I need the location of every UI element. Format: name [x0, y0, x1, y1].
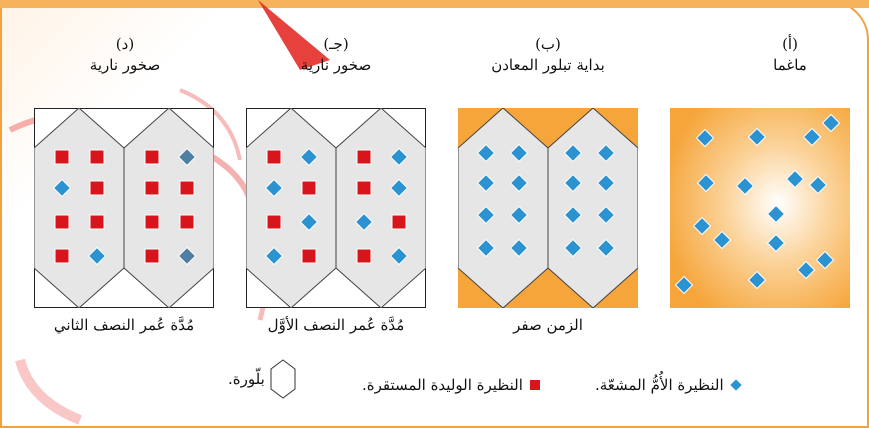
legend-parent: النظيرة الأُمُّ المشعّة.: [595, 370, 743, 400]
daughter-isotope: [267, 150, 281, 164]
panel-a-title: ماغما: [700, 55, 869, 76]
panel-c-label: (جـ) صخور نارية: [246, 34, 426, 76]
crystal-shape: [336, 108, 426, 308]
panel-b-title: بداية تبلور المعادن: [458, 55, 638, 76]
panel-d-label: (د) صخور نارية: [35, 34, 215, 76]
daughter-isotope: [267, 215, 281, 229]
daughter-isotope: [392, 215, 406, 229]
legend-daughter-label: النظيرة الوليدة المستقرة.: [362, 376, 523, 394]
panel-c-title: صخور نارية: [246, 55, 426, 76]
crystal-shape: [458, 108, 548, 308]
panel-a-label: (أ) ماغما: [700, 34, 869, 76]
crystal-shape: [548, 108, 638, 308]
legend-crystal-label: بلّورة.: [228, 370, 265, 388]
legend-crystal: بلّورة.: [228, 364, 296, 394]
daughter-isotope-icon: [528, 378, 542, 392]
panel-d-title: صخور نارية: [35, 55, 215, 76]
crystal-shape: [124, 108, 214, 308]
crystal-shape: [246, 108, 336, 308]
panel-d-letter: (د): [35, 34, 215, 55]
panel-c-letter: (جـ): [246, 34, 426, 55]
crystal-shape: [34, 108, 124, 308]
daughter-isotope: [145, 249, 159, 263]
daughter-isotope: [180, 181, 194, 195]
top-accent-bar: [0, 0, 869, 8]
daughter-isotope: [90, 150, 104, 164]
daughter-isotope: [302, 181, 316, 195]
daughter-isotope: [145, 215, 159, 229]
daughter-isotope: [90, 181, 104, 195]
panel-b-label: (ب) بداية تبلور المعادن: [458, 34, 638, 76]
daughter-isotope: [55, 249, 69, 263]
crystal-icon: [270, 359, 296, 399]
daughter-isotope: [145, 150, 159, 164]
daughter-isotope: [302, 249, 316, 263]
daughter-isotope: [145, 181, 159, 195]
panel-d-second-half-life: [34, 108, 214, 308]
panel-d-caption: مُدَّة عُمر النصف الثاني: [29, 316, 219, 334]
daughter-isotope: [357, 150, 371, 164]
legend-daughter: النظيرة الوليدة المستقرة.: [362, 370, 542, 400]
daughter-isotope: [90, 215, 104, 229]
daughter-isotope: [55, 215, 69, 229]
panel-a-magma: [670, 108, 850, 308]
daughter-isotope: [357, 249, 371, 263]
daughter-isotope: [55, 150, 69, 164]
parent-isotope-icon: [729, 378, 743, 392]
daughter-isotope: [180, 215, 194, 229]
panel-c-caption: مُدَّة عُمر النصف الأوَّل: [241, 316, 431, 334]
panel-c-first-half-life: [246, 108, 426, 308]
panel-a-letter: (أ): [700, 34, 869, 55]
panel-b-caption: الزمن صفر: [453, 316, 643, 334]
legend-parent-label: النظيرة الأُمُّ المشعّة.: [595, 376, 724, 394]
panel-b-crystallization: [458, 108, 638, 308]
panel-b-letter: (ب): [458, 34, 638, 55]
daughter-isotope: [357, 181, 371, 195]
